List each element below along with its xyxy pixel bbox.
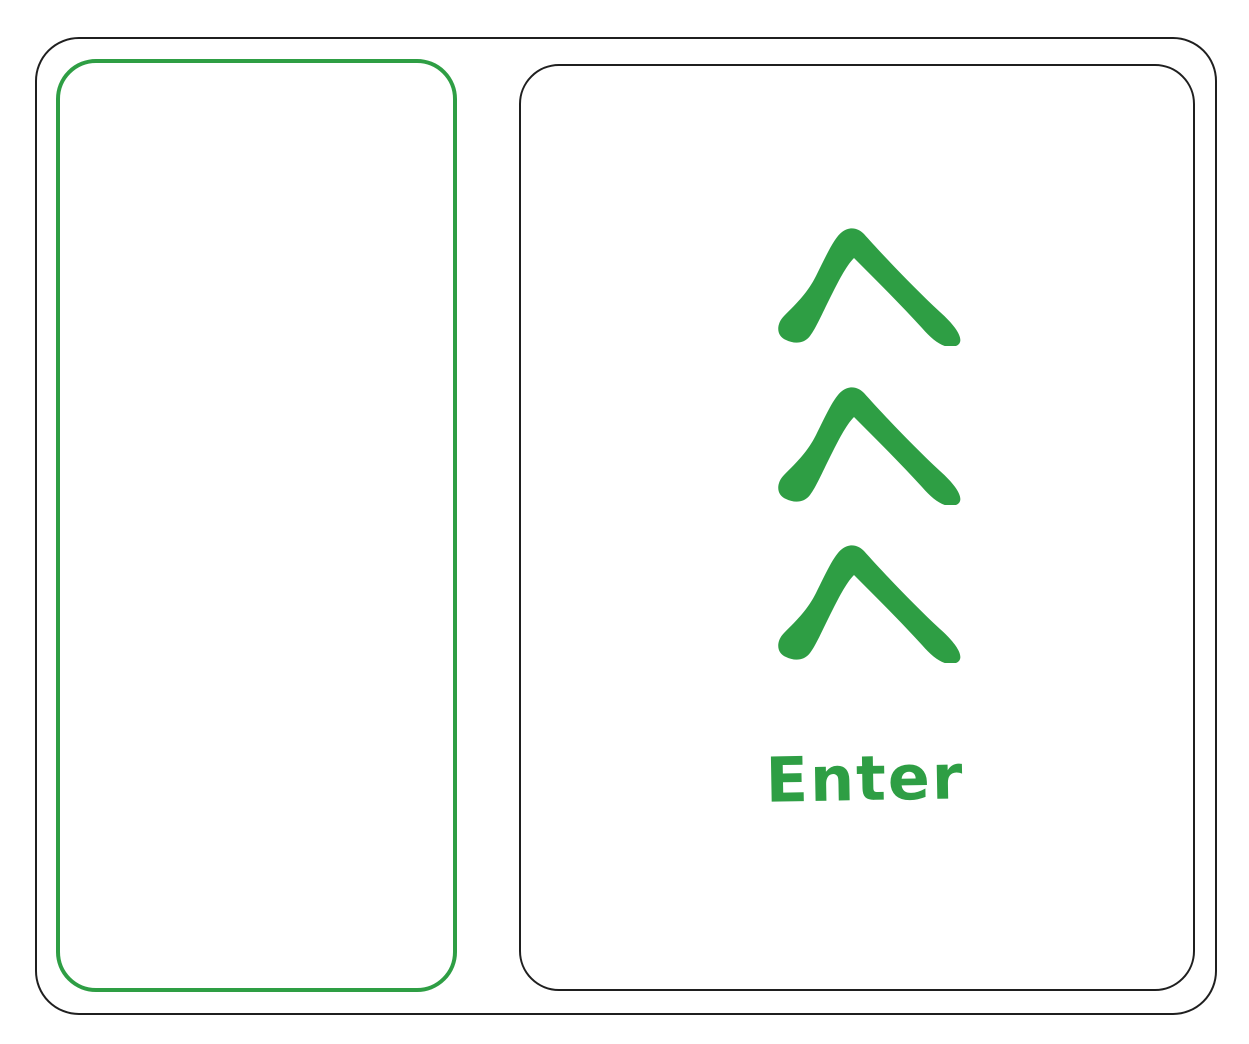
enter-label: Enter [764, 740, 965, 817]
chevron-up-icon [778, 228, 961, 346]
chevron-up-icon [778, 545, 961, 663]
outer-frame [35, 37, 1217, 1015]
right-panel [519, 64, 1195, 991]
chevron-up-icon [778, 387, 961, 505]
left-panel [56, 59, 457, 992]
